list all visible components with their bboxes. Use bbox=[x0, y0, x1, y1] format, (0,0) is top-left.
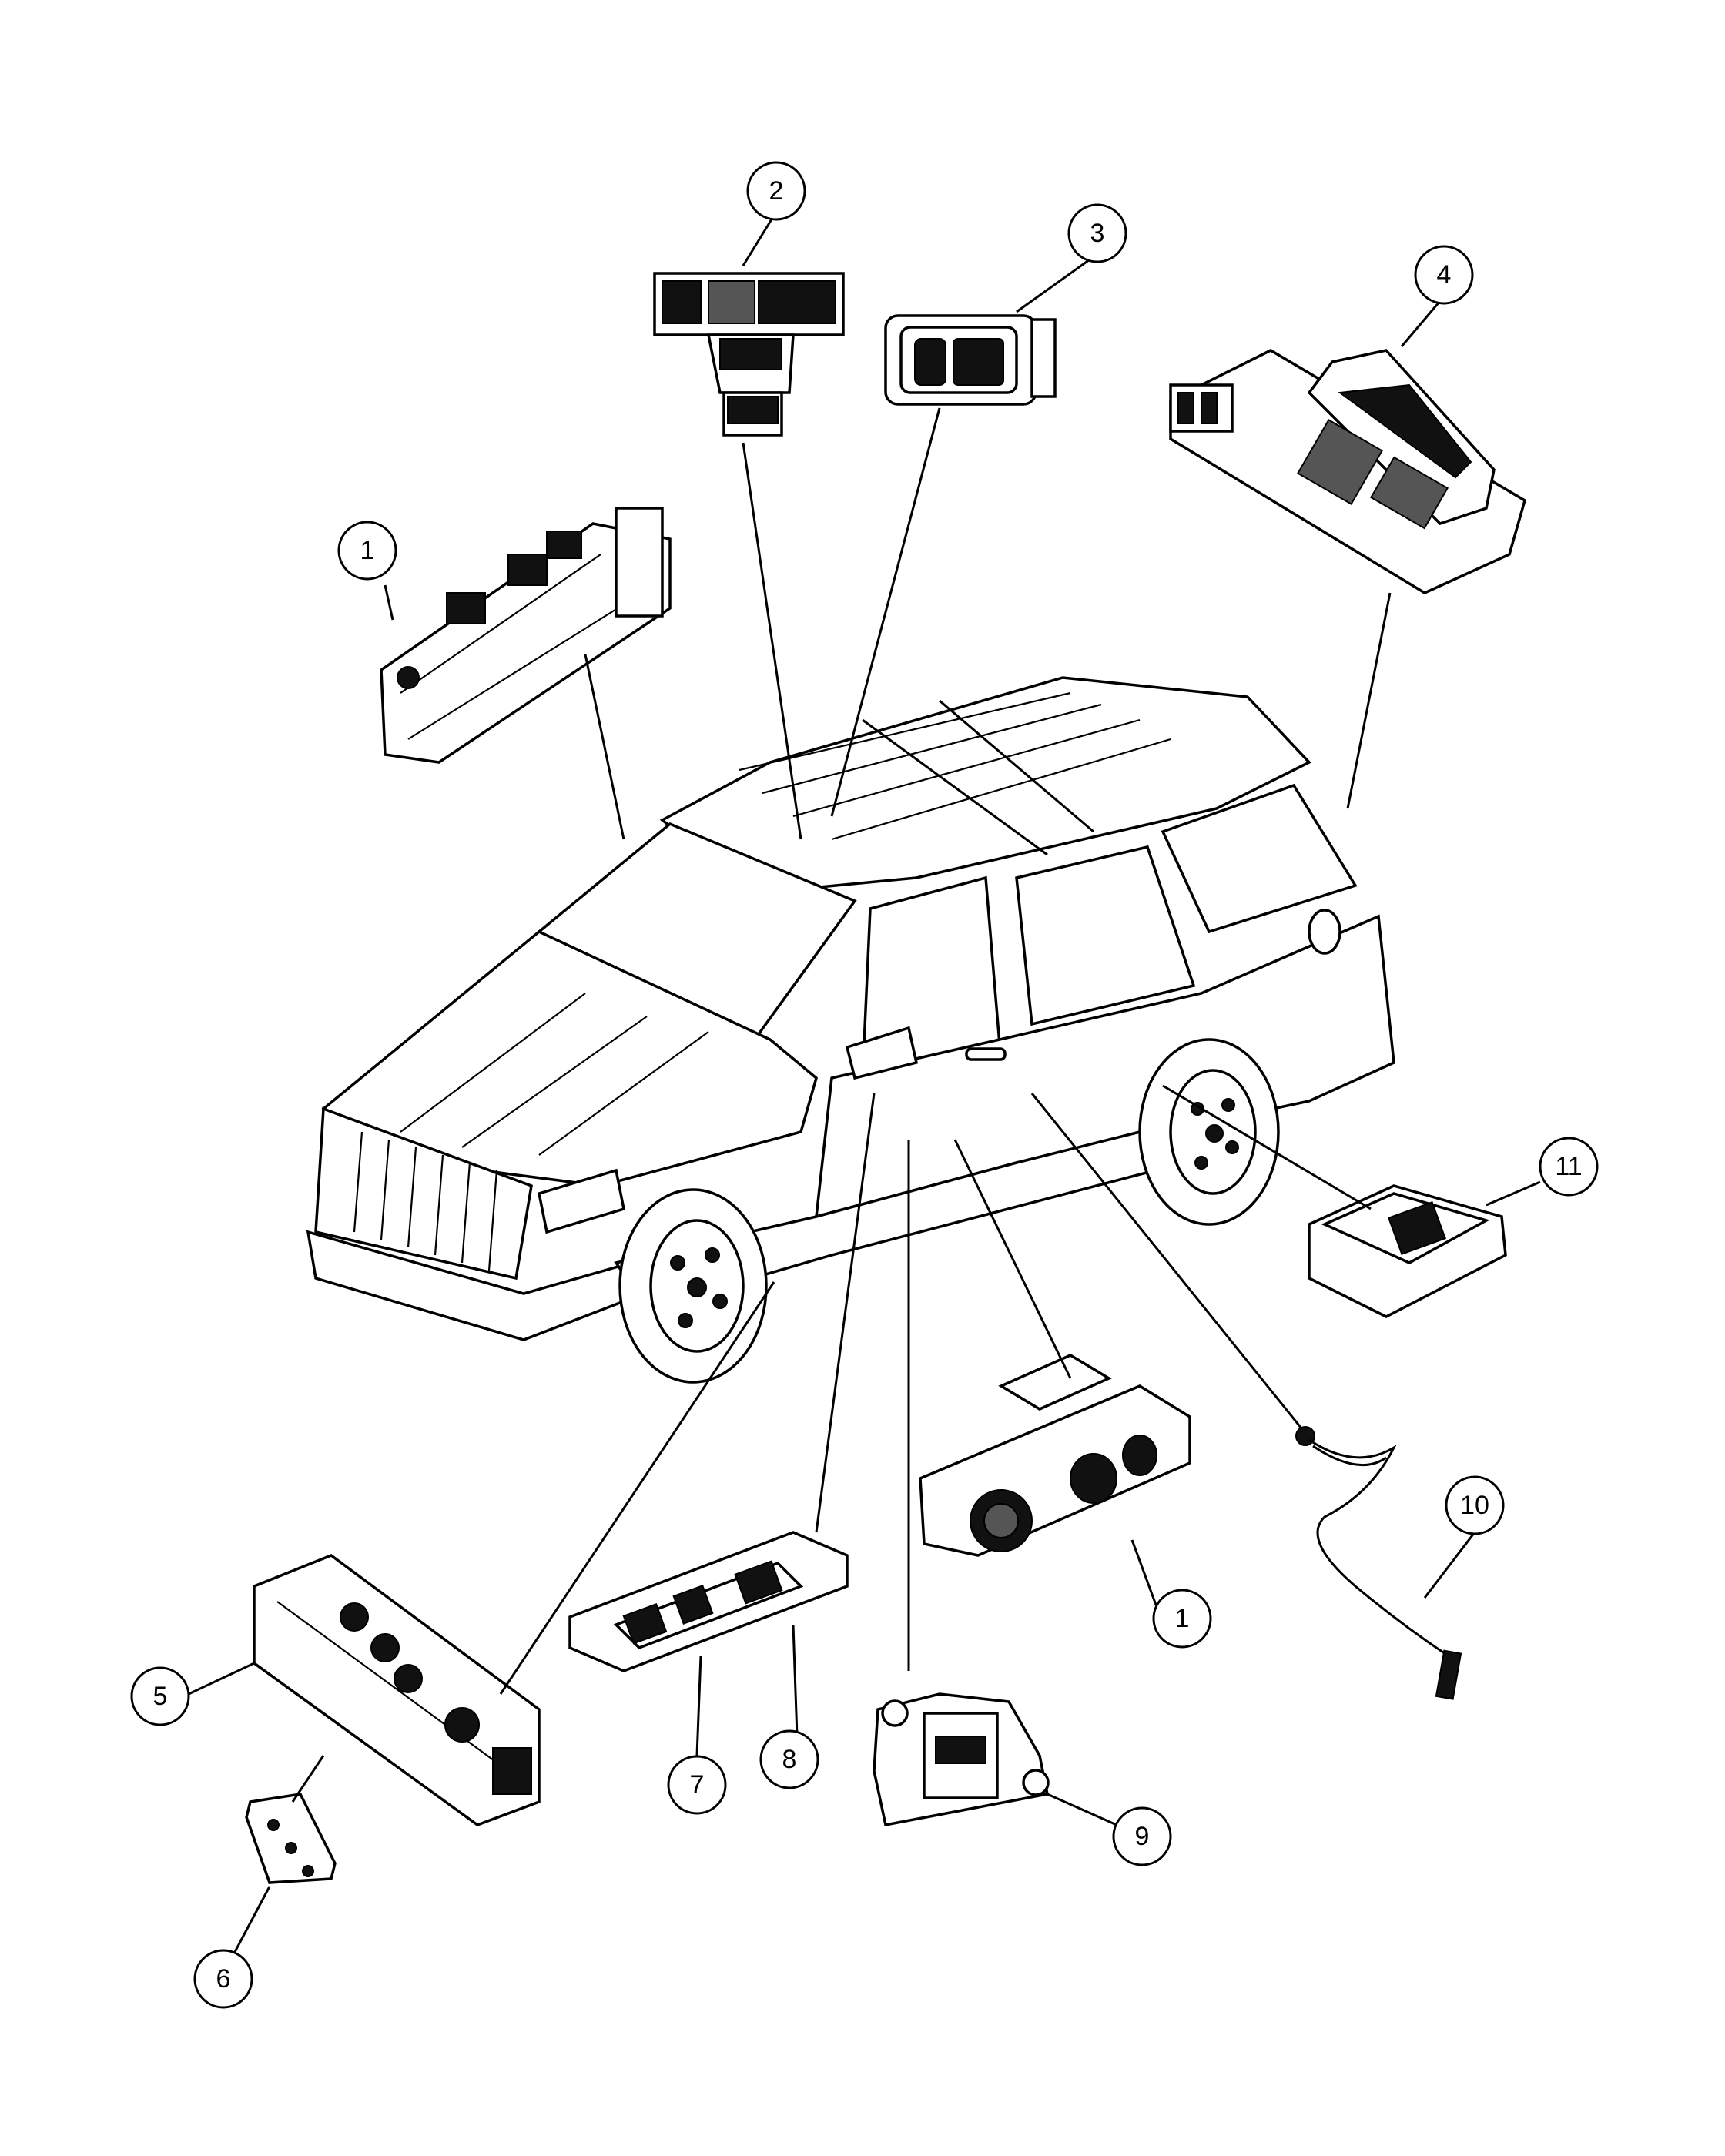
callout-3-label: 3 bbox=[1090, 219, 1105, 248]
callout-8-label: 8 bbox=[782, 1745, 797, 1774]
callout-6: 6 bbox=[193, 1949, 253, 2009]
part-11-illustration bbox=[1308, 1184, 1507, 1318]
callout-10: 10 bbox=[1445, 1475, 1505, 1535]
callout-2: 2 bbox=[746, 161, 806, 221]
part-1b-illustration bbox=[919, 1354, 1191, 1557]
part-4-illustration bbox=[1169, 349, 1527, 594]
leader-lines bbox=[188, 211, 1541, 1953]
part-6-illustration bbox=[245, 1793, 337, 1884]
part-7-8-illustration bbox=[568, 1531, 849, 1672]
callout-8: 8 bbox=[759, 1729, 819, 1789]
part-10-illustration bbox=[1295, 1426, 1462, 1700]
callout-7: 7 bbox=[667, 1755, 727, 1815]
part-9-illustration bbox=[873, 1692, 1050, 1827]
callout-3: 3 bbox=[1067, 203, 1127, 263]
callout-6-label: 6 bbox=[216, 1964, 231, 1994]
part-5-illustration bbox=[253, 1554, 541, 1826]
callout-7-label: 7 bbox=[690, 1770, 705, 1799]
vehicle-illustration bbox=[306, 676, 1395, 1384]
part-1a-illustration bbox=[380, 507, 672, 764]
callout-2-label: 2 bbox=[769, 176, 784, 206]
callout-1-bottom: 1 bbox=[1152, 1589, 1212, 1649]
callout-4-label: 4 bbox=[1437, 260, 1452, 290]
callout-9: 9 bbox=[1112, 1806, 1172, 1866]
callout-1-top: 1 bbox=[337, 521, 397, 581]
callout-4: 4 bbox=[1414, 245, 1474, 305]
callout-1-bottom-label: 1 bbox=[1175, 1604, 1190, 1633]
callout-5-label: 5 bbox=[153, 1682, 168, 1711]
callout-11-label: 11 bbox=[1555, 1152, 1582, 1181]
callout-1-top-label: 1 bbox=[360, 536, 375, 565]
callout-11: 11 bbox=[1539, 1137, 1599, 1197]
part-3-illustration bbox=[884, 314, 1057, 406]
callout-10-label: 10 bbox=[1460, 1491, 1489, 1520]
callout-9-label: 9 bbox=[1135, 1822, 1150, 1851]
callout-5: 5 bbox=[130, 1666, 190, 1726]
part-2-illustration bbox=[653, 272, 845, 437]
